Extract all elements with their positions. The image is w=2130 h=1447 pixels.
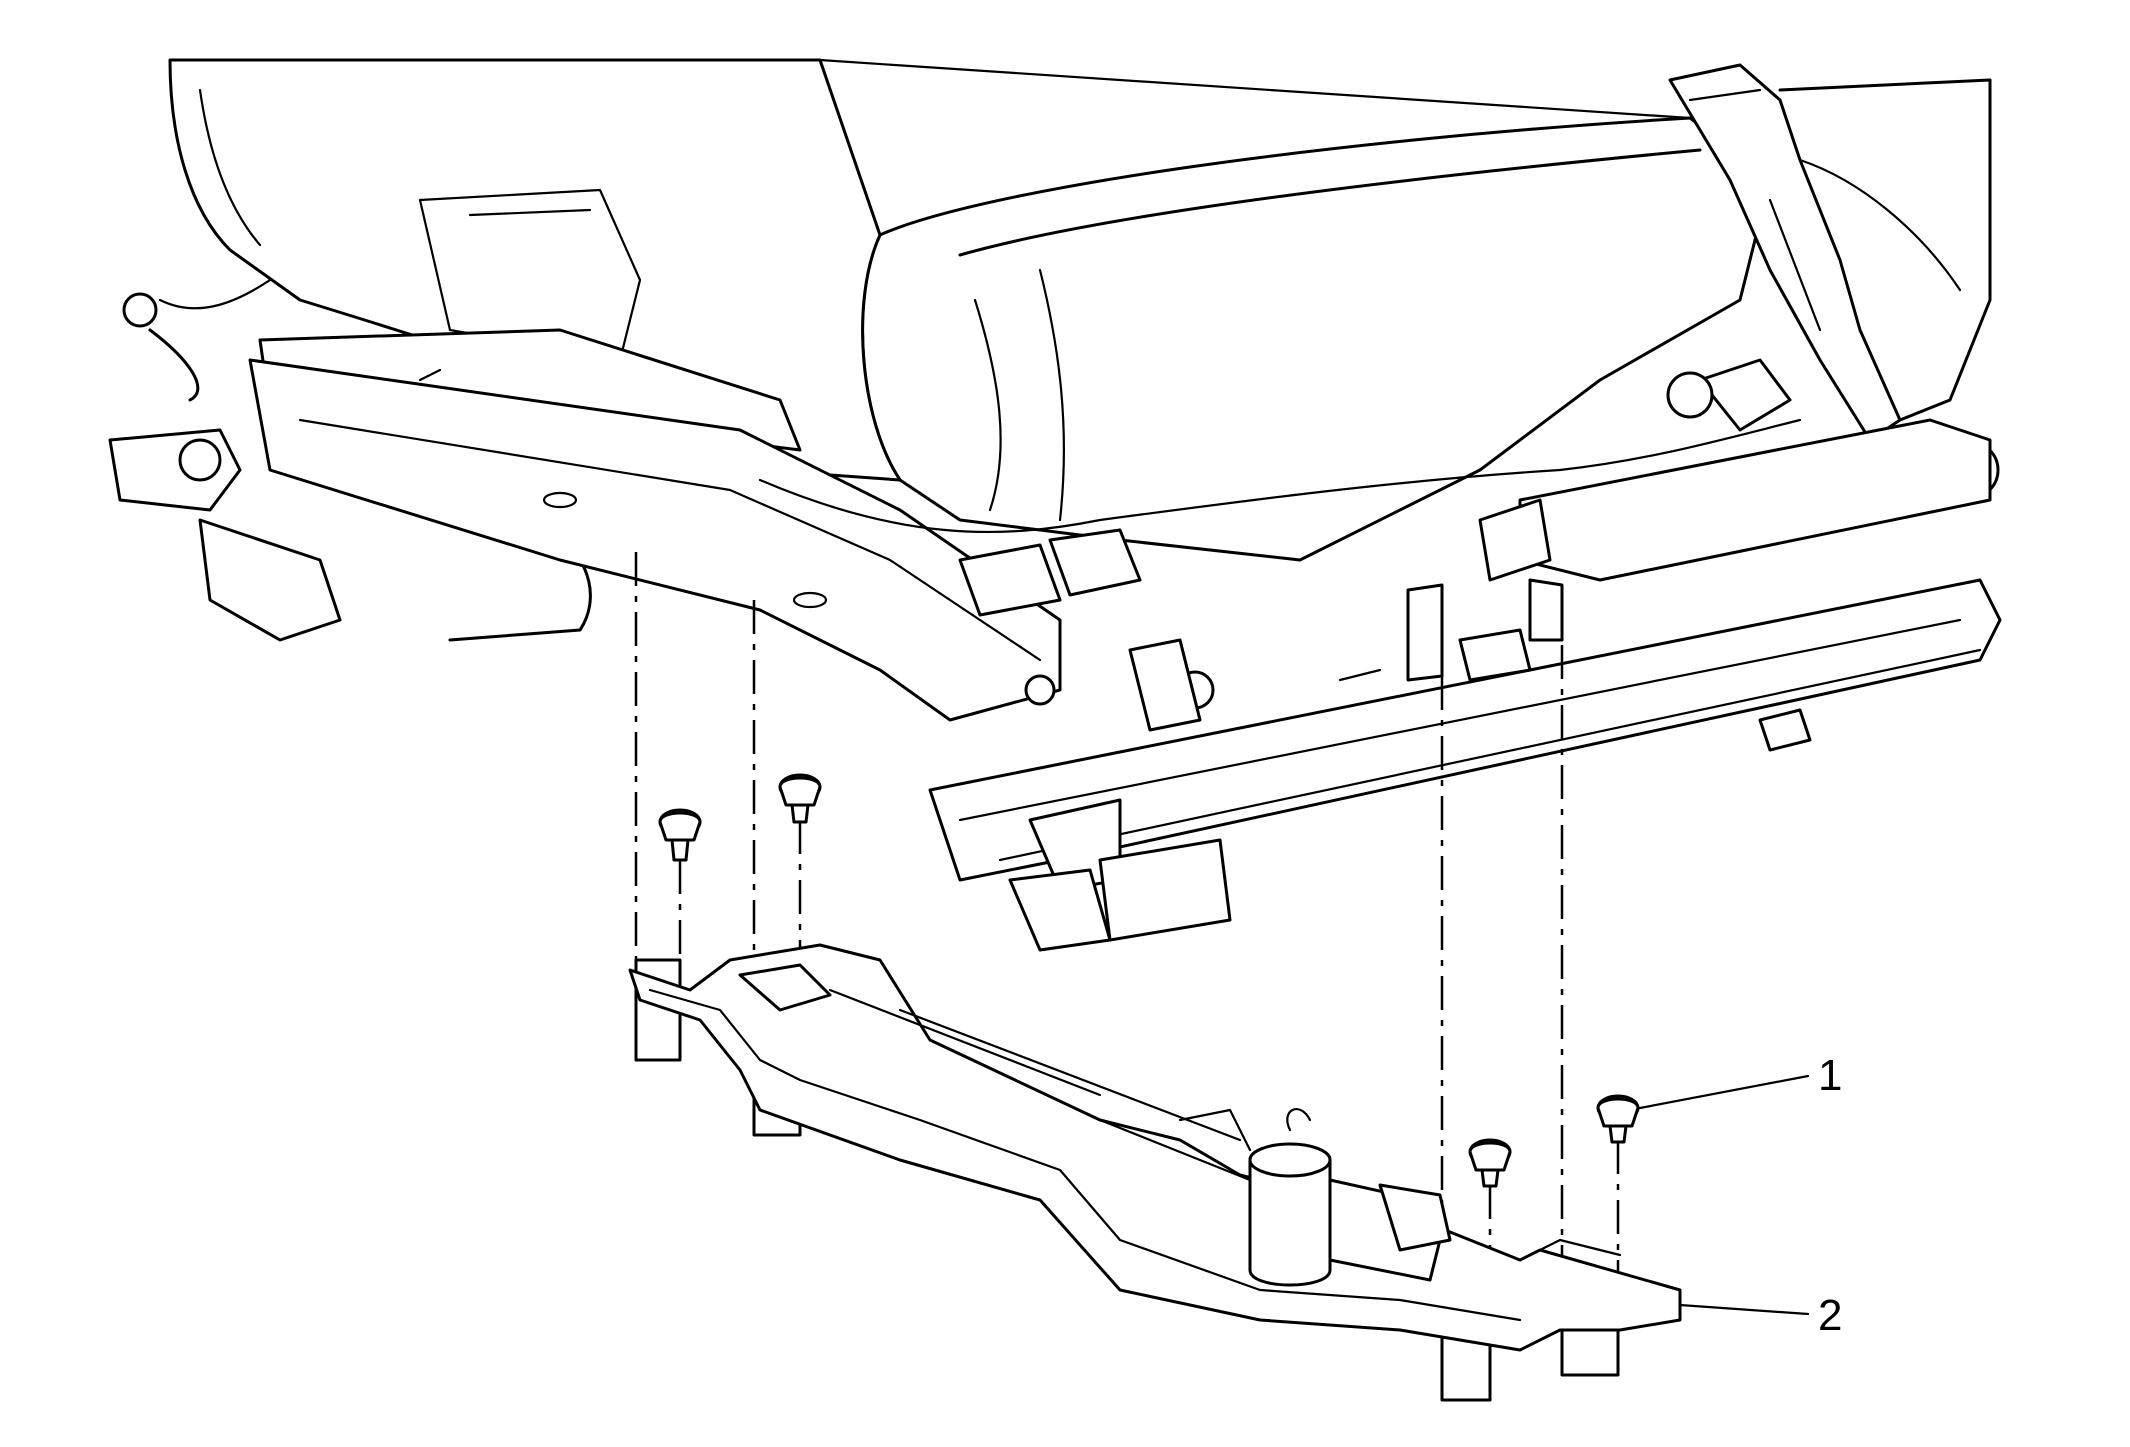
seat-belt-buckle (1668, 63, 1902, 442)
fastener-rear-right (1596, 1094, 1640, 1144)
fastener-rear-left (1468, 1138, 1512, 1188)
fastener-front-right (778, 773, 822, 824)
seat-wiring-connectors (758, 418, 1802, 682)
right-seat-track (928, 498, 2002, 952)
callout-leaders (1638, 1074, 1810, 1316)
callout-2-label: 2 (1818, 1291, 1842, 1340)
front-crossmember (248, 358, 1062, 722)
actuator-cylinder (1098, 1108, 1452, 1287)
fastener-front-left (658, 808, 702, 862)
callout-1-label: 1 (1818, 1051, 1842, 1100)
module-bracket (628, 943, 1682, 1352)
